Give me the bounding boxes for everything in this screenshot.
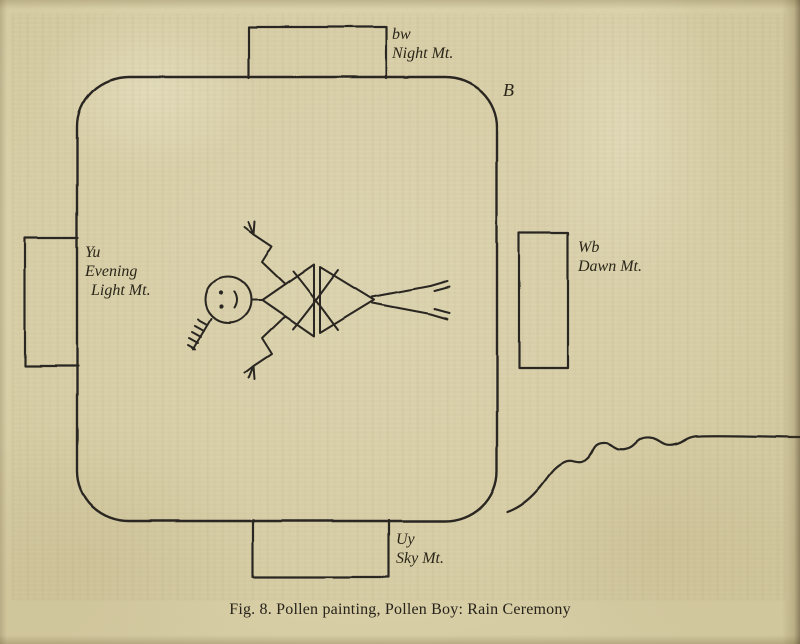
ceremony-enclosure-outline xyxy=(75,75,499,523)
label-left-code: Yu xyxy=(85,244,100,261)
ink-drawing xyxy=(23,25,800,579)
skirt-triangle xyxy=(319,266,375,334)
mountain-tab-right xyxy=(517,231,570,370)
label-left-name-line1: Evening xyxy=(84,263,137,280)
label-top-name: Night Mt. xyxy=(391,45,453,62)
head xyxy=(204,276,252,324)
rain-trail-squiggle xyxy=(505,434,800,514)
figure-caption: Fig. 8. Pollen painting, Pollen Boy: Rai… xyxy=(229,601,571,618)
torso-triangle xyxy=(261,263,315,337)
feather-barbs xyxy=(187,319,208,350)
mountain-tab-bottom xyxy=(251,518,391,579)
mouth xyxy=(233,291,238,309)
hand-fingers xyxy=(244,365,256,380)
leg xyxy=(371,302,431,315)
waist-bow-strand xyxy=(292,269,339,330)
label-bottom-code: Uy xyxy=(396,531,416,548)
foot-marks xyxy=(429,280,450,292)
eye-dot xyxy=(218,304,224,310)
label-right-name: Dawn Mt. xyxy=(577,258,642,275)
leg xyxy=(371,285,431,298)
label-top-code: bw xyxy=(392,26,411,43)
mountain-tab-left xyxy=(23,236,80,368)
feather-shaft xyxy=(192,318,212,350)
arm-lower xyxy=(253,315,286,367)
foot-marks xyxy=(429,308,450,320)
arm-upper xyxy=(253,233,286,285)
mountain-tab-top xyxy=(247,25,388,80)
label-right-code: Wb xyxy=(578,239,599,256)
label-corner-b: B xyxy=(503,80,514,100)
label-left-name-line2: Light Mt. xyxy=(90,282,151,299)
mountain-labels: bw Night Mt. B Yu Evening Light Mt. Wb D… xyxy=(84,26,642,567)
eye-dot xyxy=(218,290,224,296)
label-bottom-name: Sky Mt. xyxy=(396,550,444,567)
pollen-boy-figure xyxy=(187,220,450,380)
hand-fingers xyxy=(244,220,256,235)
